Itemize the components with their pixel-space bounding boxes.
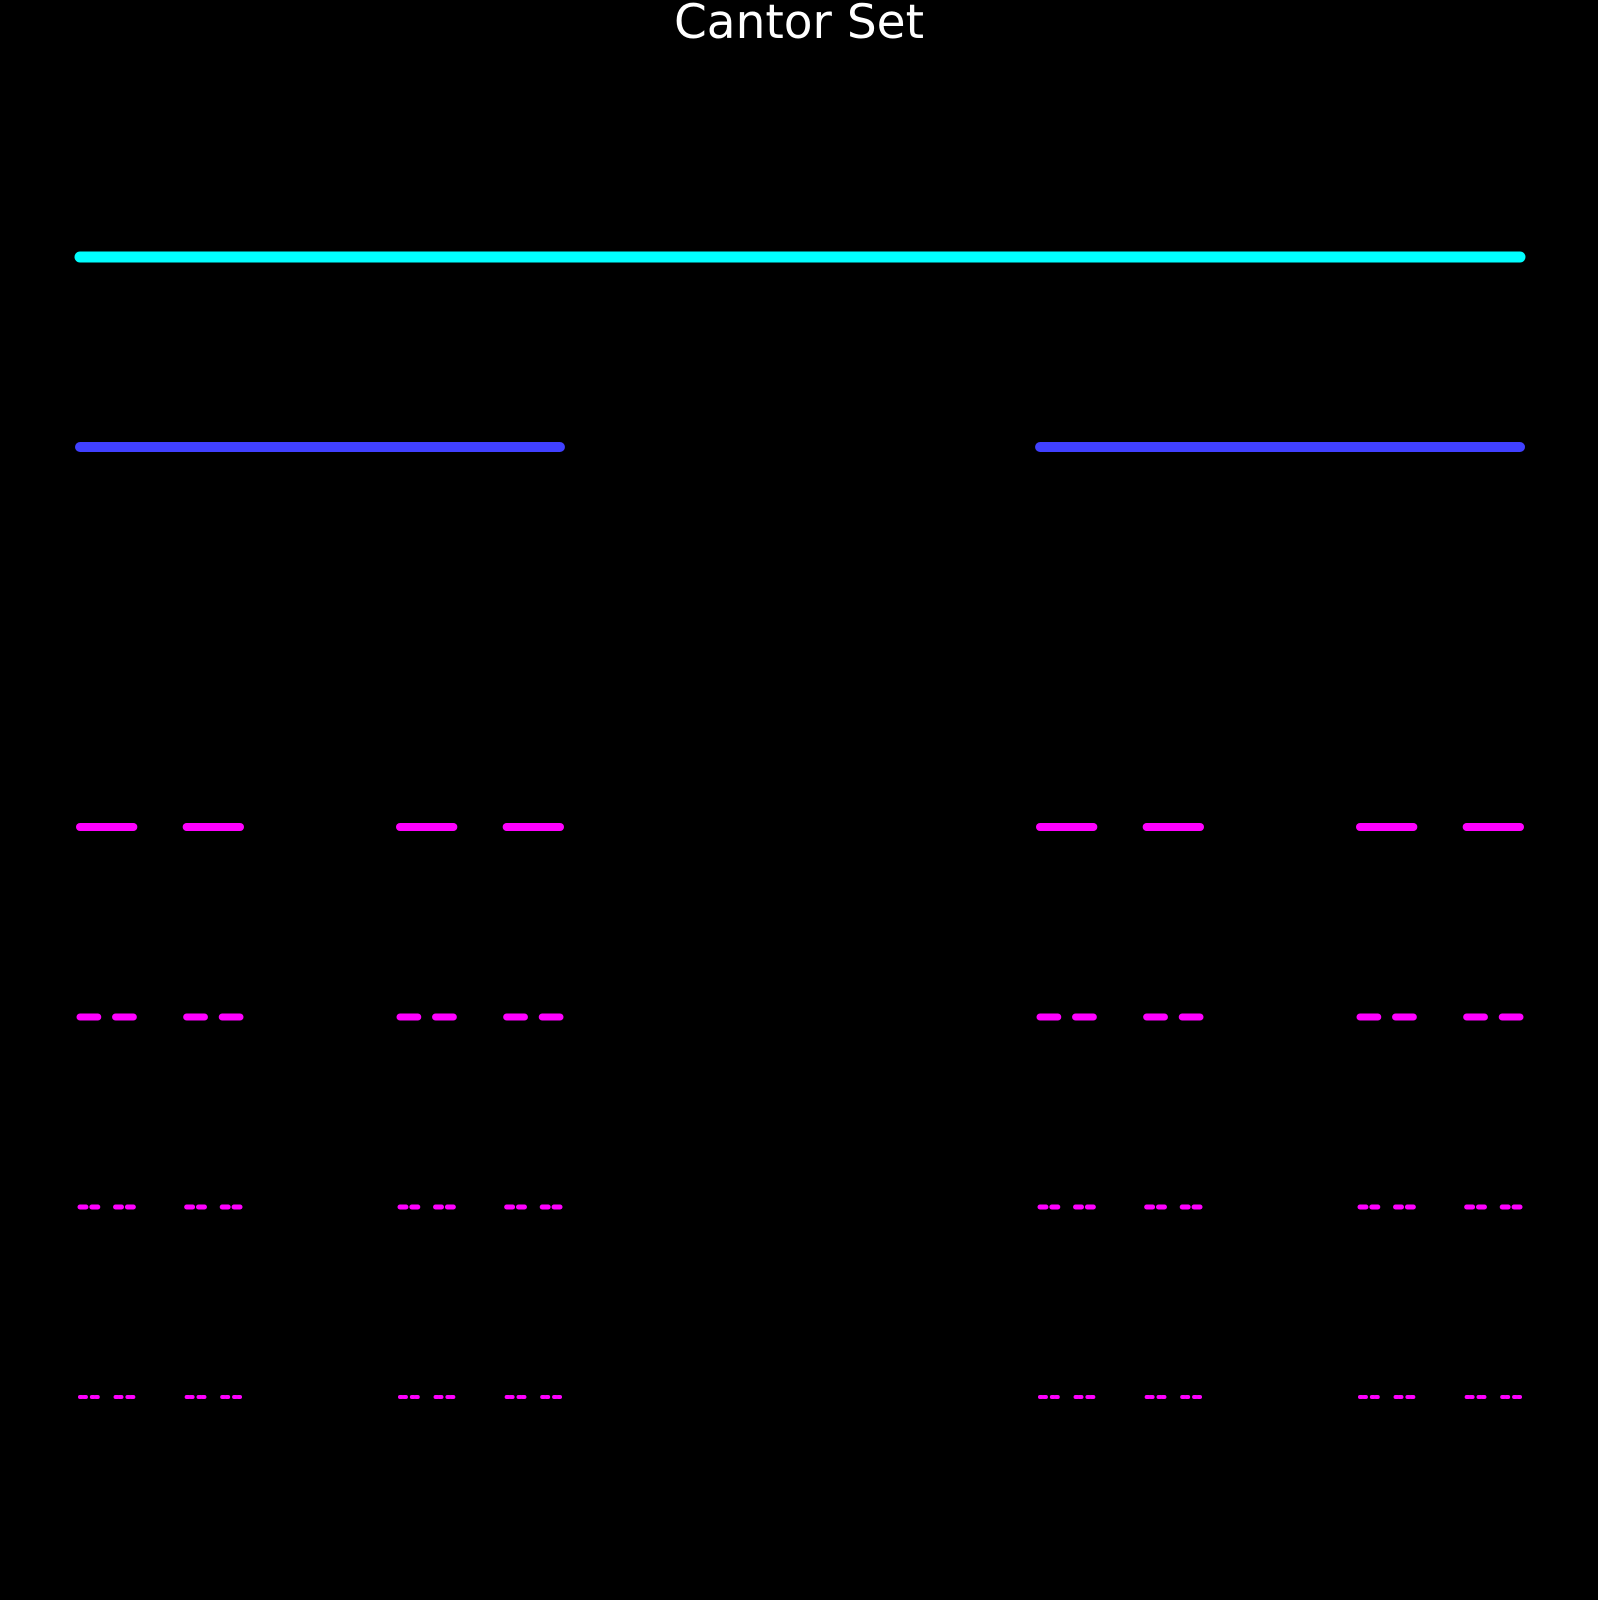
chart-title: Cantor Set (673, 0, 925, 50)
cantor-levels (74, 251, 1526, 1399)
